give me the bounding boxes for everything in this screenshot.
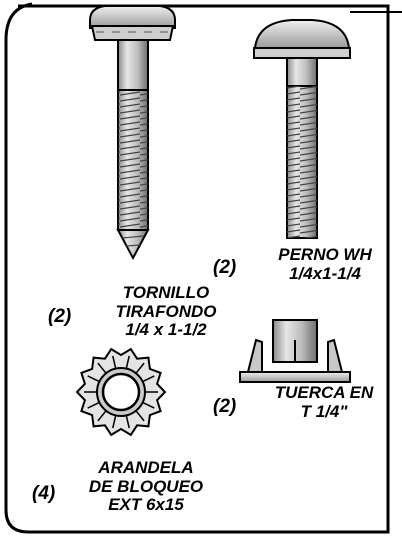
lock-washer-name-line-1: ARANDELA [98,458,194,477]
lock-washer-quantity: (4) [32,483,56,504]
bolt-name-line-2: 1/4x1-1/4 [289,263,361,283]
tee-nut-name-line-2: T 1/4" [300,401,348,421]
lag-screw-name-line-2: TIRAFONDO [115,301,217,321]
tee-nut-icon [239,319,351,383]
lock-washer-name-line-3: EXT 6x15 [108,495,184,515]
bolt-name: PERNO WH 1/4x1-1/4 [265,245,385,283]
lock-washer-icon [75,347,167,437]
bolt-name-line-1: PERNO WH [278,245,372,264]
lag-screw-icon [89,5,176,261]
tee-nut-name: TUERCA EN T 1/4" [260,383,388,421]
lock-washer-name: ARANDELA DE BLOQUEO EXT 6x15 [76,458,216,515]
lock-washer-name-line-2: DE BLOQUEO [88,476,204,496]
lag-screw-name: TORNILLO TIRAFONDO 1/4 x 1-1/2 [95,283,237,340]
tee-nut-name-line-1: TUERCA EN [274,383,374,402]
lag-screw-name-line-3: 1/4 x 1-1/2 [125,320,207,340]
bolt-icon [253,19,351,239]
lag-screw-name-line-1: TORNILLO [122,283,210,302]
bolt-quantity: (2) [213,257,237,278]
frame-border [4,2,390,534]
tee-nut-quantity: (2) [213,396,237,417]
lag-screw-quantity: (2) [48,306,72,327]
